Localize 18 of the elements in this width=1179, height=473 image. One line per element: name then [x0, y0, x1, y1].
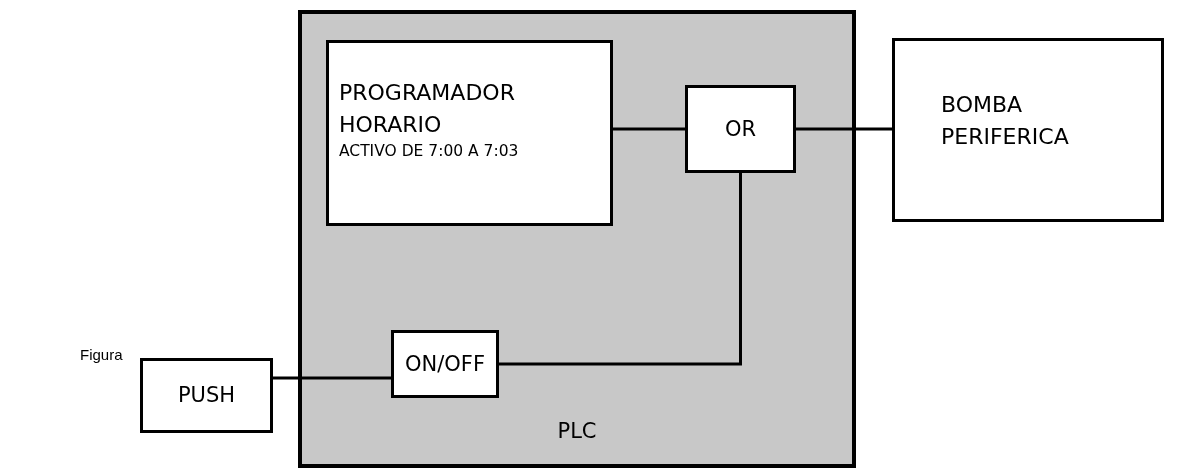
- connector-line: [796, 127, 892, 131]
- connector-line: [613, 127, 685, 131]
- node-title: PLC: [557, 417, 597, 445]
- process-box: [892, 38, 1164, 222]
- process-box: [391, 330, 499, 398]
- node-title: PUSH: [177, 382, 236, 410]
- plc-box: [298, 10, 856, 468]
- connector-line: [273, 376, 391, 380]
- node-subtitle: ACTIVO DE 7:00 A 7:03: [339, 140, 520, 162]
- node-title: ON/OFF: [405, 350, 485, 378]
- figure-label: Figura: [80, 346, 123, 363]
- connector-line: [499, 173, 742, 366]
- process-box: [140, 358, 273, 433]
- process-box: [326, 40, 613, 226]
- node-title: BOMBA PERIFERICA: [941, 91, 1070, 151]
- process-box: [685, 85, 796, 173]
- node-title: OR: [724, 115, 757, 143]
- node-title: PROGRAMADOR HORARIO: [339, 79, 516, 139]
